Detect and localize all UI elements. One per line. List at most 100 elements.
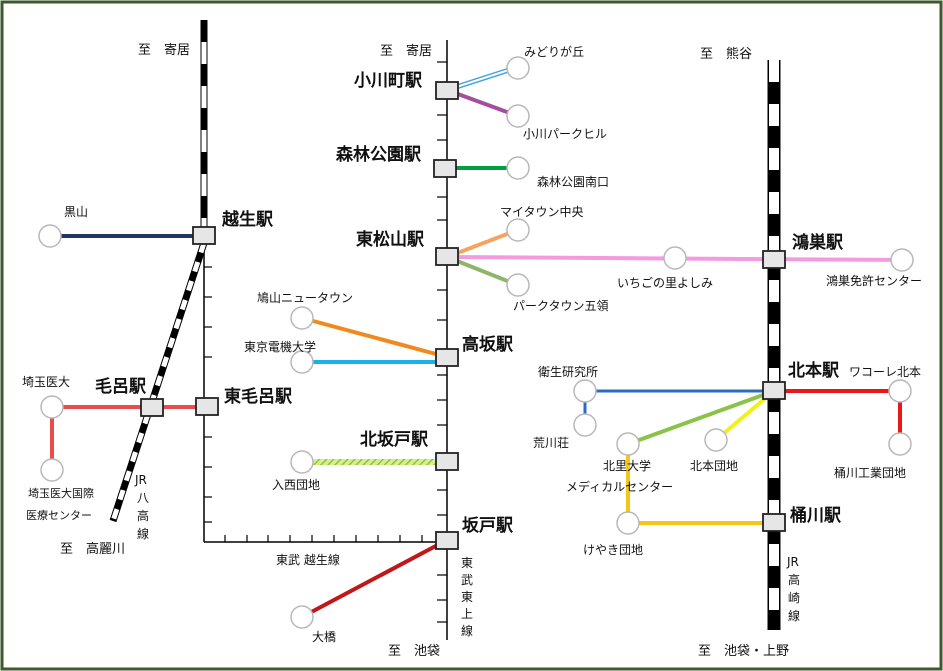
label-irinishi: 入西団地 [272, 478, 320, 492]
stop-konosu-menkyo [890, 248, 914, 272]
tobu-ogose-line [200, 20, 447, 543]
station-ogawamachi: 小川町駅 [354, 71, 423, 91]
stop-keyaki [616, 511, 640, 535]
stop-hatoyama [290, 306, 314, 330]
svg-text:線: 線 [788, 608, 800, 623]
label-eisei: 衛生研究所 [538, 364, 598, 379]
stop-eisei [573, 379, 597, 403]
svg-text:東: 東 [461, 590, 473, 604]
svg-text:高: 高 [788, 572, 800, 587]
stop-ichigo [663, 246, 687, 270]
stop-denki-univ [290, 350, 314, 374]
station-box-kitasakado [435, 452, 459, 471]
line-name-jr-takasaki: JR 高 崎 線 [786, 555, 800, 623]
station-moro: 毛呂駅 [95, 376, 147, 397]
station-box-moro [140, 398, 164, 417]
station-box-konosu [762, 250, 786, 269]
label-konosu-menkyo: 鴻巣免許センター [826, 273, 922, 288]
station-box-sakado [435, 531, 459, 550]
line-name-jr-hachiko: JR 八 高 線 [134, 473, 149, 541]
line-name-tobu-tojo: 東 武 東 上 線 [461, 556, 473, 638]
label-arakawaso: 荒川荘 [533, 436, 569, 450]
stop-shinrin-koen-minamiguchi [506, 156, 530, 180]
direction-tobu-north: 至 寄居 [380, 43, 432, 59]
direction-hachiko-south: 至 高麗川 [60, 541, 125, 557]
stop-midorigaoka [506, 56, 530, 80]
jr-hachiko-line [109, 241, 208, 523]
stop-saitama-ika [40, 395, 64, 419]
stop-wacore [888, 379, 912, 403]
station-box-ogose [192, 226, 216, 245]
station-higashimatsuyama: 東松山駅 [356, 229, 425, 250]
tobu-tojo-line [437, 40, 448, 640]
label-my-town: マイタウン中央 [500, 204, 584, 219]
stop-park-town [506, 273, 530, 297]
label-shinrin-koen-minamiguchi: 森林公園南口 [537, 174, 609, 189]
label-wacore: ワコーレ北本 [849, 365, 921, 379]
label-midorigaoka: みどりが丘 [524, 44, 584, 59]
station-box-higashimatsuyama [435, 247, 459, 266]
label-saitama-ika-center-2: 医療センター [26, 508, 92, 522]
label-ogawa-park-hill: 小川パークヒル [523, 127, 607, 141]
station-takasaka: 高坂駅 [462, 334, 514, 355]
stop-irinishi [290, 450, 314, 474]
label-park-town: パークタウン五領 [513, 298, 609, 313]
svg-text:武: 武 [461, 573, 473, 587]
station-kitamoto: 北本駅 [788, 360, 840, 381]
label-kitamoto-danchi: 北本団地 [690, 459, 738, 473]
station-konosu: 鴻巣駅 [792, 232, 844, 253]
station-box-takasaka [435, 348, 459, 367]
label-saitama-ika-center-1: 埼玉医大国際 [28, 486, 94, 500]
svg-text:JR: JR [134, 473, 147, 487]
station-box-shinrin-koen [433, 159, 457, 178]
label-kitasato-1: 北里大学 [603, 458, 651, 473]
direction-tobu-south: 至 池袋 [388, 644, 440, 659]
svg-text:線: 線 [461, 623, 473, 638]
svg-text:高: 高 [137, 508, 149, 523]
route-ohashi [300, 538, 449, 619]
svg-text:東: 東 [461, 556, 473, 570]
direction-jr-north: 至 熊谷 [700, 46, 752, 62]
station-sakado: 坂戸駅 [462, 516, 514, 536]
station-shinrin-koen: 森林公園駅 [336, 144, 422, 165]
stop-kitamoto-danchi [704, 428, 728, 452]
label-keyaki: けやき団地 [583, 543, 643, 557]
direction-jr-south: 至 池袋・上野 [698, 644, 789, 659]
stop-ogawa-park-hill [506, 104, 530, 128]
svg-text:JR: JR [786, 555, 799, 569]
label-okegawa-kogyo: 桶川工業団地 [834, 465, 906, 480]
stop-my-town [506, 218, 530, 242]
label-hatoyama: 鳩山ニュータウン [257, 291, 353, 305]
label-ohashi: 大橋 [312, 630, 336, 644]
station-box-okegawa [762, 513, 786, 532]
svg-text:上: 上 [461, 607, 473, 621]
svg-text:八: 八 [137, 491, 149, 505]
direction-ogose-north: 至 寄居 [138, 42, 190, 58]
label-ichigo: いちごの里よしみ [617, 275, 713, 290]
station-okegawa: 桶川駅 [790, 505, 842, 526]
route-hatoyama [300, 316, 449, 359]
label-denki-univ: 東京電機大学 [244, 339, 316, 354]
station-box-kitamoto [762, 381, 786, 400]
stop-kuroyama [38, 224, 62, 248]
route-kitasato [626, 389, 776, 446]
station-box-ogawamachi [435, 81, 459, 100]
stop-saitama-ika-center [40, 458, 64, 482]
svg-text:線: 線 [137, 526, 149, 541]
stop-kitasato [616, 432, 640, 456]
svg-text:崎: 崎 [788, 591, 800, 605]
label-kitasato-2: メディカルセンター [566, 479, 673, 494]
station-box-higashimoro [195, 397, 219, 416]
stop-ohashi [290, 605, 314, 629]
stop-okegawa-kogyo [888, 432, 912, 456]
label-saitama-ika: 埼玉医大 [22, 375, 70, 389]
station-kitasakado: 北坂戸駅 [360, 430, 429, 450]
line-name-tobu-ogose: 東武 越生線 [276, 552, 340, 567]
station-ogose: 越生駅 [221, 209, 274, 230]
stop-arakawaso [573, 413, 597, 437]
station-higashimoro: 東毛呂駅 [224, 386, 293, 407]
label-kuroyama: 黒山 [64, 205, 88, 219]
